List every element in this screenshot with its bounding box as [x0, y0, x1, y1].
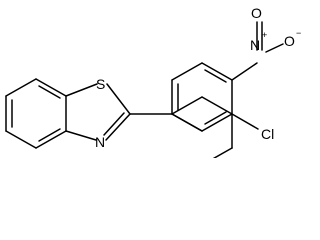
bond-phenyl-4 [212, 147, 233, 158]
charge-nitro-n: + [262, 30, 267, 40]
bond-ph-d [201, 62, 233, 81]
charge-nitro-o: − [296, 28, 301, 38]
bond-benzo-5 [5, 78, 37, 97]
bond-ph-b [201, 113, 233, 132]
bond-c2-n [105, 113, 131, 141]
bond-benzo-double-3 [38, 85, 61, 99]
molecule-drawing: S N N + O O − Cl [5, 5, 301, 158]
bond-s-c2 [106, 83, 131, 115]
bond-n-c3a [65, 130, 97, 141]
bond-n-o-right [265, 43, 284, 53]
bond-ph-e [171, 62, 203, 81]
bond-benzo-2 [5, 130, 37, 149]
atom-oxygen-right: O [284, 33, 295, 49]
structure-canvas: S N N + O O − Cl [5, 5, 301, 158]
bond-benzo-4 [35, 78, 67, 97]
atom-oxygen-top: O [251, 5, 262, 21]
bond-phenyl-2 [201, 96, 233, 115]
atom-sulfur: S [96, 76, 105, 92]
atom-nitrogen-thiazole: N [95, 134, 105, 150]
bond-phenyl-1 [171, 96, 203, 115]
bond-benzo-double-2 [38, 128, 61, 142]
bond-c-cl [231, 113, 259, 130]
bond-ph-double-2 [204, 111, 227, 125]
bond-c7a-s [65, 83, 98, 97]
bond-c2-n-double [103, 112, 125, 136]
atom-chlorine: Cl [261, 126, 274, 142]
bond-c-nitro [231, 62, 258, 81]
bond-benzo-3 [35, 130, 67, 149]
atom-nitrogen-nitro: N [250, 37, 260, 53]
bond-ph-a [171, 113, 203, 132]
bond-ph-double-3 [204, 69, 227, 83]
